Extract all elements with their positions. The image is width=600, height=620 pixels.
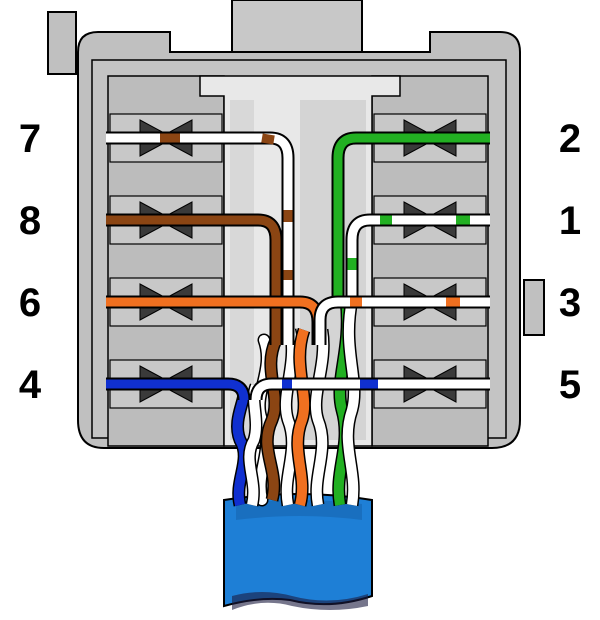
pin-label-4: 4 [19, 363, 42, 407]
pin-labels: 7 8 6 4 2 1 3 5 [19, 117, 581, 407]
twisted-pairs [231, 298, 361, 507]
pin-label-8: 8 [19, 199, 41, 243]
cable-jacket [223, 493, 373, 610]
pin-label-3: 3 [559, 281, 581, 325]
pin-label-2: 2 [559, 117, 581, 161]
pin-label-1: 1 [559, 199, 581, 243]
pin-label-7: 7 [19, 117, 41, 161]
right-latch [523, 279, 545, 336]
pin-label-5: 5 [559, 363, 581, 407]
top-tab [231, 0, 363, 56]
left-clip [47, 11, 77, 75]
wires [106, 131, 490, 507]
pin-label-6: 6 [19, 281, 41, 325]
